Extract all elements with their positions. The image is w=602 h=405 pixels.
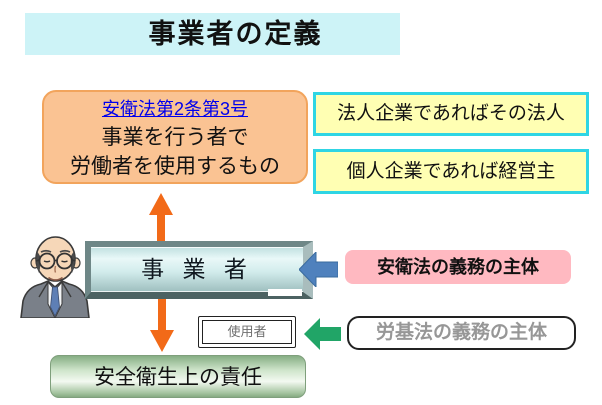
orange-arrow-down-icon <box>150 298 174 352</box>
businessman-illustration-icon <box>20 236 90 318</box>
corporate-company-note: 法人企業であればその法人 <box>313 92 589 136</box>
definition-box: 安衛法第2条第3号 事業を行う者で 労働者を使用するもの <box>42 90 308 184</box>
green-arrow-left-icon <box>304 318 341 350</box>
safety-responsibility-box: 安全衛生上の責任 <box>50 355 306 398</box>
employer-label: 使用者 <box>202 320 292 344</box>
definition-line-2: 労働者を使用するもの <box>70 155 280 178</box>
bar-highlight <box>268 289 302 296</box>
orange-arrow-up-icon <box>149 193 173 243</box>
individual-company-note: 個人企業であれば経営主 <box>313 149 589 194</box>
definition-line-1: 事業を行う者で <box>101 126 249 149</box>
business-operator-label: 事 業 者 <box>141 256 253 282</box>
anei-obligation-label: 安衛法の義務の主体 <box>345 250 571 284</box>
blue-arrow-left-icon <box>299 252 338 287</box>
roki-obligation-label: 労基法の義務の主体 <box>347 316 576 350</box>
employer-box: 使用者 <box>198 316 296 348</box>
page-title: 事業者の定義 <box>25 13 400 55</box>
law-reference-link[interactable]: 安衛法第2条第3号 <box>101 99 249 119</box>
